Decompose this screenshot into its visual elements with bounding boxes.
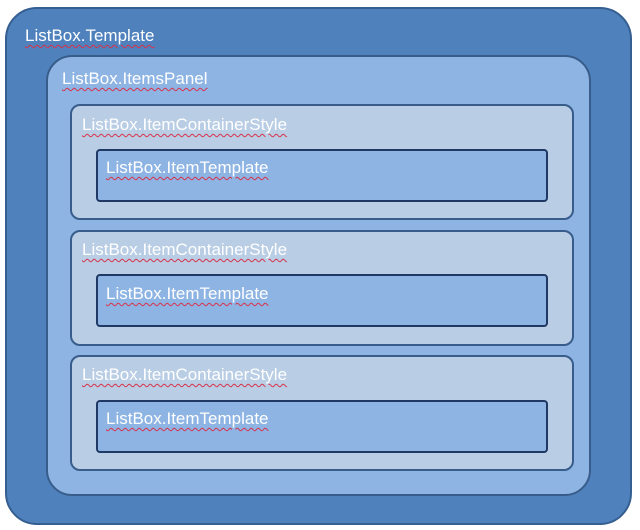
item-template-label: ListBox.ItemTemplate <box>106 284 269 303</box>
listbox-template-label: ListBox.Template <box>25 26 155 45</box>
item-template-box <box>96 149 548 202</box>
item-container-style-label: ListBox.ItemContainerStyle <box>82 365 288 384</box>
item-container-style-label: ListBox.ItemContainerStyle <box>82 115 288 134</box>
item-container-style-label: ListBox.ItemContainerStyle <box>82 240 288 259</box>
items-panel-label: ListBox.ItemsPanel <box>62 69 208 88</box>
item-template-label: ListBox.ItemTemplate <box>106 158 269 177</box>
item-template-box <box>96 400 548 453</box>
item-template-box <box>96 274 548 327</box>
item-template-label: ListBox.ItemTemplate <box>106 409 269 428</box>
